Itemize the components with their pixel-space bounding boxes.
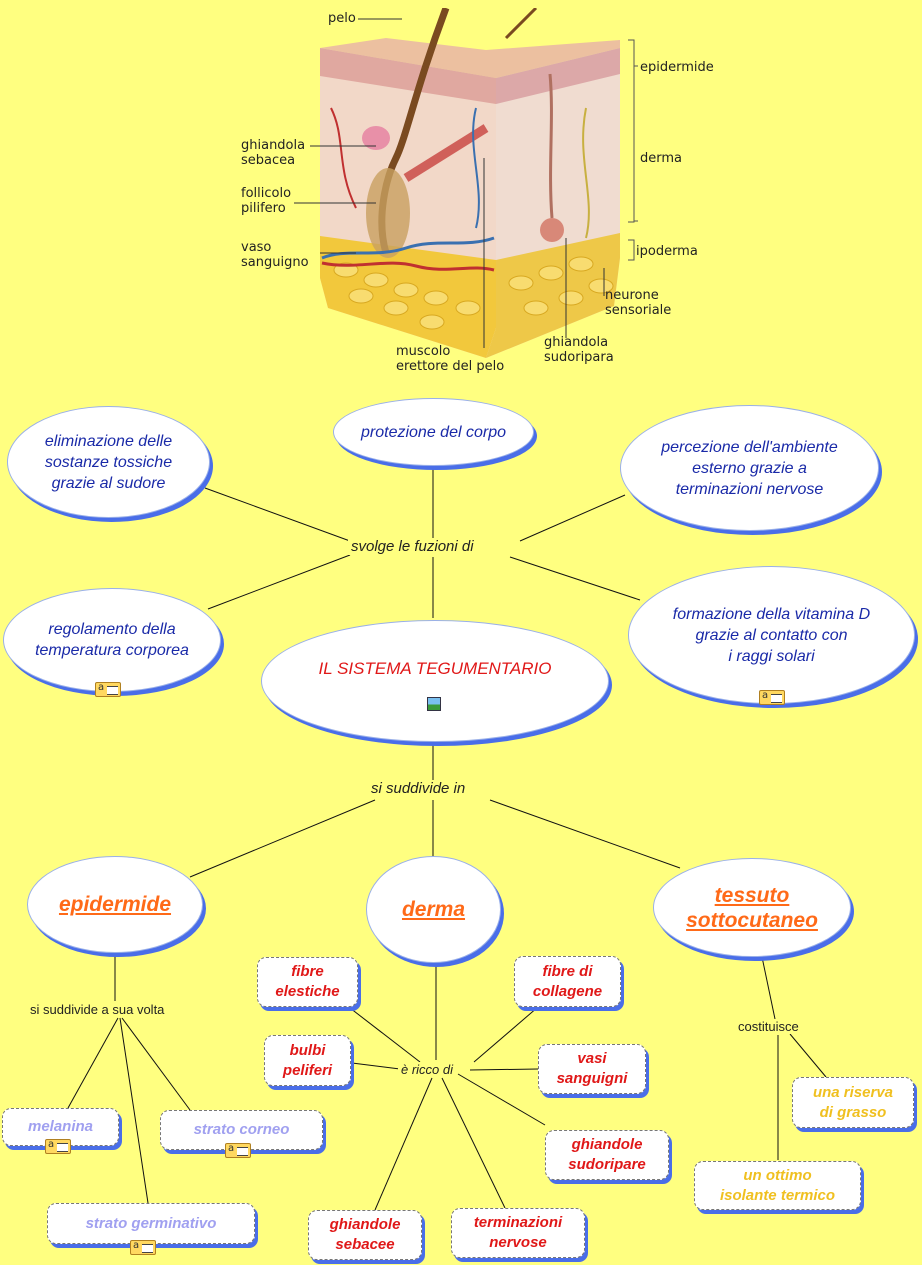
label-derma: derma bbox=[640, 151, 682, 166]
node-fibre-di-collagene[interactable]: fibre di collagene bbox=[514, 956, 621, 1007]
node-regolamento[interactable]: regolamento della temperatura corporea bbox=[3, 588, 221, 692]
node-riserva-di-grasso[interactable]: una riserva di grasso bbox=[792, 1077, 914, 1128]
node-vitamina-d[interactable]: formazione della vitamina D grazie al co… bbox=[628, 566, 915, 704]
note-icon[interactable] bbox=[45, 1139, 71, 1154]
image-link-icon[interactable] bbox=[427, 697, 441, 711]
node-strato-corneo[interactable]: strato corneo bbox=[160, 1110, 323, 1150]
node-fibre-elestiche[interactable]: fibre elestiche bbox=[257, 957, 358, 1007]
node-derma[interactable]: derma bbox=[366, 856, 501, 963]
note-icon[interactable] bbox=[95, 682, 121, 697]
link-si-suddivide-in: si suddivide in bbox=[368, 780, 469, 797]
skin-cross-section-illustration: pelo epidermide derma ipoderma ghiandola… bbox=[236, 6, 714, 380]
label-ghiandola-sudoripara: ghiandola sudoripara bbox=[544, 335, 614, 365]
node-epidermide[interactable]: epidermide bbox=[27, 856, 203, 953]
node-isolante-termico[interactable]: un ottimo isolante termico bbox=[694, 1161, 861, 1210]
node-bulbi-peliferi[interactable]: bulbi peliferi bbox=[264, 1035, 351, 1086]
link-costituisce: costituisce bbox=[735, 1019, 802, 1034]
label-follicolo-pilifero: follicolo pilifero bbox=[241, 186, 292, 216]
node-terminazioni-nervose[interactable]: terminazioni nervose bbox=[451, 1208, 585, 1258]
node-strato-germinativo[interactable]: strato germinativo bbox=[47, 1203, 255, 1244]
note-icon[interactable] bbox=[130, 1240, 156, 1255]
node-ghiandole-sudoripare[interactable]: ghiandole sudoripare bbox=[545, 1130, 669, 1180]
node-ghiandole-sebacee[interactable]: ghiandole sebacee bbox=[308, 1210, 422, 1260]
node-percezione[interactable]: percezione dell'ambiente esterno grazie … bbox=[620, 405, 879, 531]
label-ipoderma: ipoderma bbox=[636, 244, 698, 259]
label-epidermide: epidermide bbox=[640, 60, 714, 75]
label-neurone-sensoriale: neurone sensoriale bbox=[605, 288, 672, 318]
note-icon[interactable] bbox=[225, 1143, 251, 1158]
link-e-ricco-di: è ricco di bbox=[398, 1062, 457, 1077]
node-tessuto-sottocutaneo[interactable]: tessuto sottocutaneo bbox=[653, 858, 851, 957]
link-svolge-le-funzioni: svolge le fuzioni di bbox=[348, 538, 477, 555]
label-vaso-sanguigno: vaso sanguigno bbox=[241, 240, 309, 270]
label-ghiandola-sebacea: ghiandola sebacea bbox=[241, 138, 306, 168]
node-eliminazione[interactable]: eliminazione delle sostanze tossiche gra… bbox=[7, 406, 210, 518]
node-protezione[interactable]: protezione del corpo bbox=[333, 398, 534, 466]
node-vasi-sanguigni[interactable]: vasi sanguigni bbox=[538, 1044, 646, 1094]
note-icon[interactable] bbox=[759, 690, 785, 705]
label-pelo: pelo bbox=[328, 11, 356, 26]
link-si-suddivide-a-sua-volta: si suddivide a sua volta bbox=[27, 1002, 168, 1017]
label-muscolo-erettore: muscolo erettore del pelo bbox=[396, 344, 505, 374]
node-sistema-tegumentario[interactable]: IL SISTEMA TEGUMENTARIO bbox=[261, 620, 609, 742]
